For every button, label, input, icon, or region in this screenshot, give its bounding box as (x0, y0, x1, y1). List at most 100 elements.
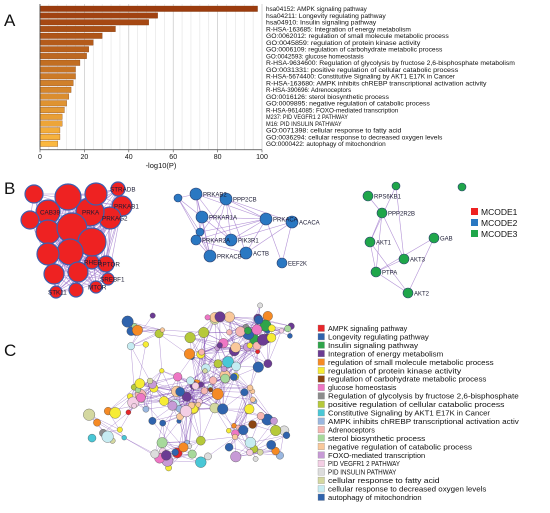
bar (39, 66, 76, 73)
network-edge (230, 221, 293, 241)
network-edge (119, 405, 135, 430)
network-node (116, 426, 123, 433)
network-edge (381, 212, 405, 260)
legend-swatch (317, 333, 325, 341)
network-node (136, 393, 146, 403)
network-node (156, 437, 168, 449)
network-node (49, 285, 63, 299)
network-node (186, 376, 195, 385)
network-node (248, 420, 257, 429)
network-node (189, 187, 203, 201)
network-node (127, 342, 135, 351)
network-node (213, 359, 223, 368)
network-node (204, 314, 211, 321)
network-node (247, 384, 254, 391)
legend-label: PID VEGFR1 2 PATHWAY (328, 459, 400, 468)
panel-letter-c: C (4, 341, 16, 360)
network-node (43, 263, 65, 285)
network-node (84, 182, 108, 206)
bar (39, 113, 63, 120)
network-node (239, 246, 253, 260)
network-node (254, 315, 264, 325)
network-node (101, 430, 114, 443)
legend-label: Longevity regulating pathway (328, 332, 429, 341)
network-edge (225, 198, 267, 220)
network-node (226, 329, 233, 336)
legend-swatch (317, 434, 325, 442)
network-edge (191, 356, 202, 385)
legend-swatch (471, 219, 478, 226)
network-edge (369, 241, 409, 294)
network-node (362, 190, 374, 202)
bar (39, 12, 158, 19)
node-label: PPP2CB (233, 198, 257, 204)
legend-swatch (317, 350, 325, 358)
network-node (230, 451, 242, 463)
legend-label: Adrenoceptors (328, 425, 375, 434)
network-node (167, 400, 178, 411)
network-node (398, 253, 410, 265)
network-node (251, 324, 263, 335)
category-label: R-HSA-163685: Integration of energy meta… (266, 26, 411, 33)
category-label: GO:0009895: negative regulation of catab… (266, 101, 430, 108)
network-node (235, 326, 246, 337)
legend-label: Integration of energy metabolism (328, 349, 443, 358)
network-node (262, 311, 273, 322)
network-node (244, 326, 252, 335)
category-label: hsa04211: Longevity regulating pathway (266, 13, 387, 20)
category-label: R-HSA-9614085: FOXO-mediated transcripti… (266, 107, 399, 114)
network-node (191, 382, 200, 390)
category-label: GO:0042593: glucose homeostasis (266, 53, 364, 60)
network-node (195, 227, 205, 237)
bar (39, 59, 81, 66)
bar (39, 107, 65, 113)
node-label: AKT1 (376, 241, 392, 247)
network-edge (225, 198, 232, 241)
network-edge (134, 400, 165, 407)
bar (39, 127, 61, 134)
node-label: PRKA (82, 210, 100, 217)
network-node (54, 183, 82, 211)
network-node (270, 417, 278, 425)
node-label: PRKAG2 (102, 216, 128, 223)
mcode-networks: STRADBPRKAB1PRKAG2PRKACAB39RPTORRHEBSREB… (20, 181, 518, 299)
network-node (214, 311, 226, 323)
category-label: GO:0036294: cellular response to decreas… (266, 134, 442, 141)
bar (39, 100, 67, 107)
legend-swatch (317, 358, 325, 366)
network-node (87, 433, 97, 443)
network-edge (130, 346, 151, 382)
bar (39, 73, 76, 80)
network-edge (201, 216, 267, 220)
legend-label: PID INSULIN PATHWAY (328, 468, 397, 477)
legend-label: MCODE2 (481, 218, 518, 228)
network-node (257, 302, 263, 309)
node-label: AKT3 (410, 258, 426, 264)
network-node (211, 388, 224, 400)
node-label: SREBF1 (100, 277, 125, 284)
network-node (263, 359, 273, 368)
network-node (284, 325, 292, 333)
network-node (56, 238, 84, 266)
legend-label: negative regulation of catabolic process (328, 442, 472, 451)
network-edge (138, 344, 147, 385)
network-edge (89, 414, 125, 438)
network-node (252, 361, 264, 373)
network-edge (199, 401, 201, 441)
node-label: MTOR (88, 285, 107, 292)
network-node (101, 272, 115, 286)
network-node (148, 417, 157, 425)
bar (39, 32, 103, 39)
network-edge (200, 350, 235, 355)
category-label: R-HSA-5674400: Constitutive Signaling by… (266, 74, 456, 81)
network-node (202, 368, 208, 374)
bar (39, 39, 94, 46)
x-tick-label: 0 (38, 154, 42, 161)
network-node (230, 342, 241, 353)
network-node (246, 342, 253, 349)
network-node (187, 449, 197, 459)
legend-label: cellular response to fatty acid (328, 476, 440, 485)
network-node (121, 315, 134, 328)
node-label: EEF2K (288, 262, 307, 268)
